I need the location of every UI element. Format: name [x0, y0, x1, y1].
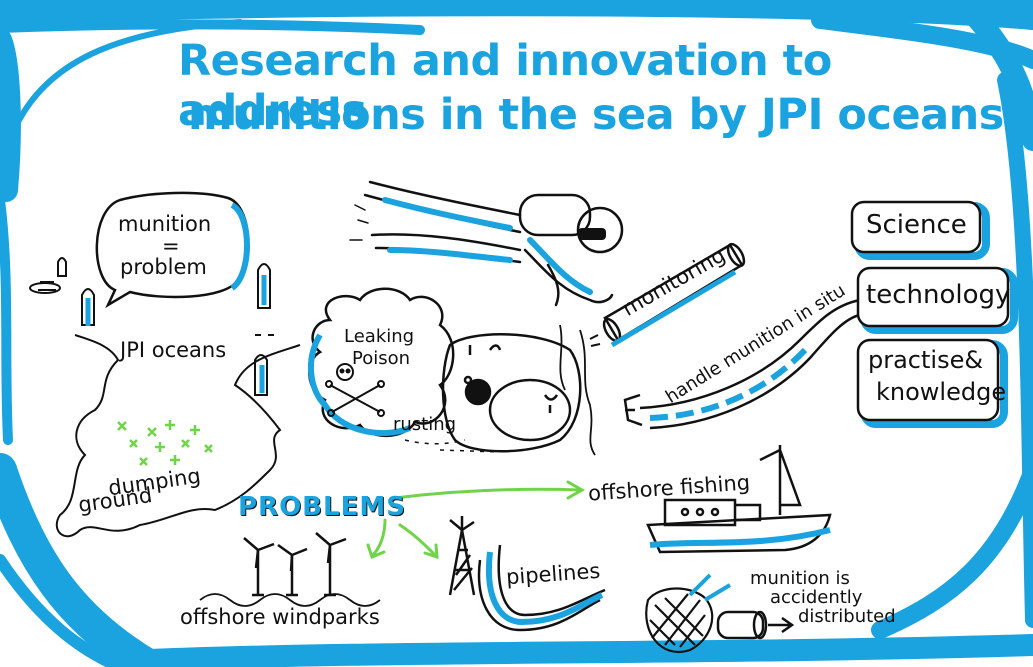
- fishing-net-drawing: [645, 573, 732, 653]
- distributed-text-line-1: munition is: [750, 568, 850, 589]
- bubble-text-equals: =: [162, 234, 180, 258]
- dumping-marks: [117, 420, 213, 466]
- bubble-text-problem: problem: [120, 255, 207, 279]
- skull-crossbones-icon: [325, 363, 385, 417]
- cloud-text-poison: Poison: [352, 348, 411, 369]
- coastline-map: [55, 334, 301, 538]
- monitoring-tube: [589, 242, 746, 348]
- offshore-windparks-label: offshore windparks: [180, 605, 380, 629]
- bubble-text-munition: munition: [118, 212, 212, 236]
- science-box-label: Science: [866, 210, 967, 240]
- person-figures: [29, 257, 274, 396]
- rusting-munition-drawing: [404, 324, 596, 456]
- distributed-text-line-2: accidently: [770, 587, 863, 608]
- concept-boxes: [850, 200, 1018, 428]
- page-title-line-2: munitions in the sea by JPI oceans: [188, 90, 1004, 140]
- problems-label: PROBLEMS: [238, 492, 406, 522]
- oil-rig-drawing: [448, 516, 476, 596]
- diver-drawing: [349, 180, 624, 307]
- problem-arrows: [366, 480, 586, 560]
- knowledge-box-label: knowledge: [876, 378, 1007, 406]
- distributed-text-line-3: distributed: [798, 606, 896, 627]
- wind-turbines-drawing: [199, 532, 381, 607]
- cloud-text-leaking: Leaking: [344, 326, 415, 347]
- fishing-boat-drawing: [646, 445, 832, 554]
- munition-cylinder: [716, 610, 795, 640]
- page-title-line-1: Research and innovation to address: [178, 36, 832, 136]
- rusting-label: rusting: [393, 414, 457, 435]
- practise-box-label: practise&: [868, 346, 984, 374]
- jpi-oceans-label: JPI oceans: [120, 338, 227, 362]
- technology-box-label: technology: [866, 280, 1011, 310]
- robotic-arm-drawing: [623, 298, 861, 430]
- pipeline-drawing: [477, 544, 606, 632]
